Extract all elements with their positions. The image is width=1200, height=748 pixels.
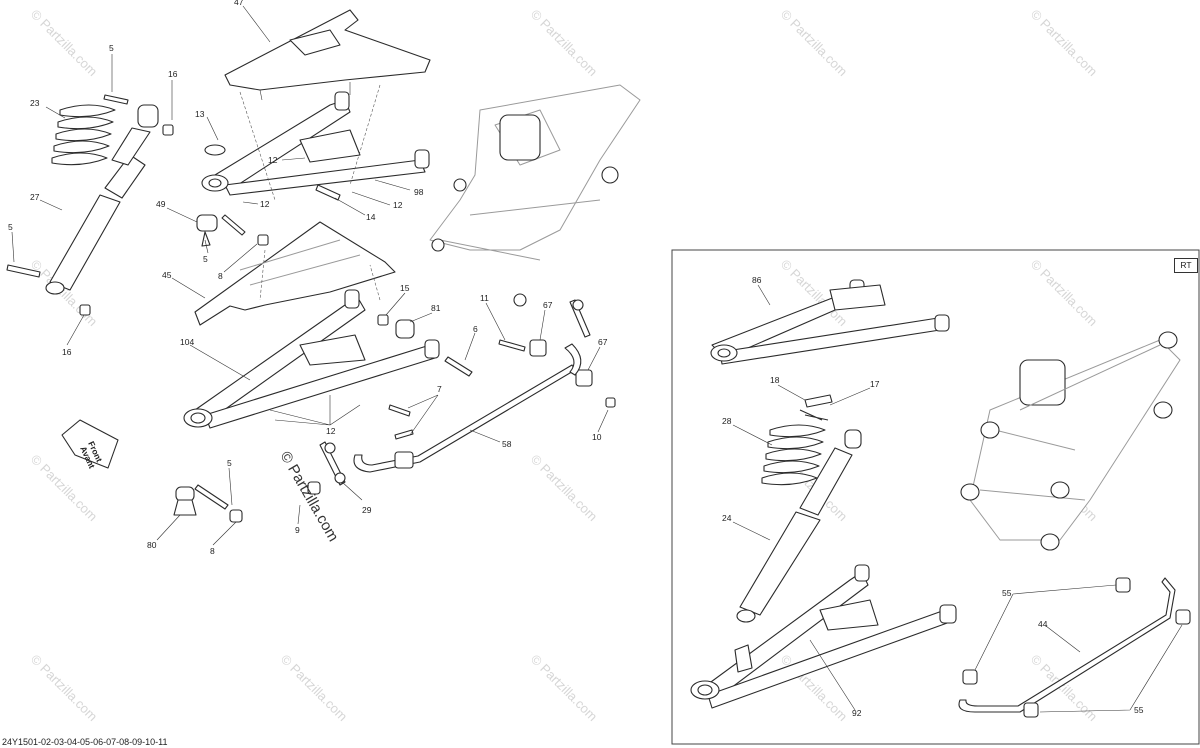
inset-callout-24: 24 (722, 513, 732, 523)
watermark: © Partzilla.com (528, 452, 601, 525)
callout-80: 80 (147, 540, 157, 550)
callout-29: 29 (362, 505, 372, 515)
callout-45: 45 (162, 270, 172, 280)
inset-callout-55: 55 (1134, 705, 1144, 715)
watermark: © Partzilla.com (28, 652, 101, 725)
watermark: © Partzilla.com (778, 7, 851, 80)
document-code: 24Y1501-02-03-04-05-06-07-08-09-10-11 (2, 737, 168, 747)
callout-58: 58 (502, 439, 512, 449)
frame-assembly-top (429, 84, 641, 307)
inset-callout-28: 28 (722, 416, 732, 426)
upper-a-arm-98 (201, 91, 430, 196)
inset-rt-view: 86 18 17 28 24 92 55 44 55 (671, 249, 1200, 745)
callout-12: 12 (268, 155, 278, 165)
callout-10: 10 (592, 432, 602, 442)
watermark: © Partzilla.com (1028, 7, 1101, 80)
callout-67: 67 (598, 337, 608, 347)
callout-23: 23 (30, 98, 40, 108)
callout-7: 7 (437, 384, 442, 394)
inset-callout-92: 92 (852, 708, 862, 718)
callout-98: 98 (414, 187, 424, 197)
callout-5: 5 (109, 43, 114, 53)
watermark: © Partzilla.com (528, 652, 601, 725)
callout-8: 8 (218, 271, 223, 281)
sway-bar-58 (319, 299, 616, 486)
ball-joint-80 (173, 481, 321, 523)
callout-12: 12 (326, 426, 336, 436)
watermark: © Partzilla.com (1028, 257, 1101, 330)
front-direction-arrow: Front Avant (61, 419, 119, 470)
callout-11: 11 (480, 293, 489, 303)
callout-12: 12 (260, 199, 270, 209)
lower-a-arm-104 (183, 289, 440, 429)
callout-16: 16 (62, 347, 72, 357)
watermark: © Partzilla.com (278, 652, 351, 725)
callouts-main: 47 5 16 23 13 12 98 12 14 12 27 49 5 8 4… (8, 0, 608, 556)
inset-tag-rt: RT (1174, 258, 1198, 273)
callout-14: 14 (366, 212, 376, 222)
inset-callout-18: 18 (770, 375, 780, 385)
inset-callout-55: 55 (1002, 588, 1012, 598)
callout-5: 5 (203, 254, 208, 264)
callout-47: 47 (234, 0, 244, 7)
callout-9: 9 (295, 525, 300, 535)
callout-5: 5 (227, 458, 232, 468)
callout-49: 49 (156, 199, 166, 209)
callout-81: 81 (431, 303, 441, 313)
lower-skid-plate-45 (194, 221, 396, 326)
leader-lines (11, 5, 609, 546)
callout-27: 27 (30, 192, 40, 202)
watermark: © Partzilla.com (528, 7, 601, 80)
inset-callout-44: 44 (1038, 619, 1048, 629)
coil-spring-23 (51, 104, 116, 166)
callout-67: 67 (543, 300, 553, 310)
upper-skid-plate-47 (224, 9, 431, 101)
callout-5: 5 (8, 222, 13, 232)
callout-104: 104 (180, 337, 194, 347)
callout-13: 13 (195, 109, 205, 119)
inset-callout-86: 86 (752, 275, 762, 285)
callout-15: 15 (400, 283, 410, 293)
watermark: © Partzilla.com (28, 7, 101, 80)
inset-callout-17: 17 (870, 379, 880, 389)
shock-absorber-27 (45, 104, 159, 295)
callout-12: 12 (393, 200, 403, 210)
callout-6: 6 (473, 324, 478, 334)
callout-8: 8 (210, 546, 215, 556)
callout-16: 16 (168, 69, 178, 79)
